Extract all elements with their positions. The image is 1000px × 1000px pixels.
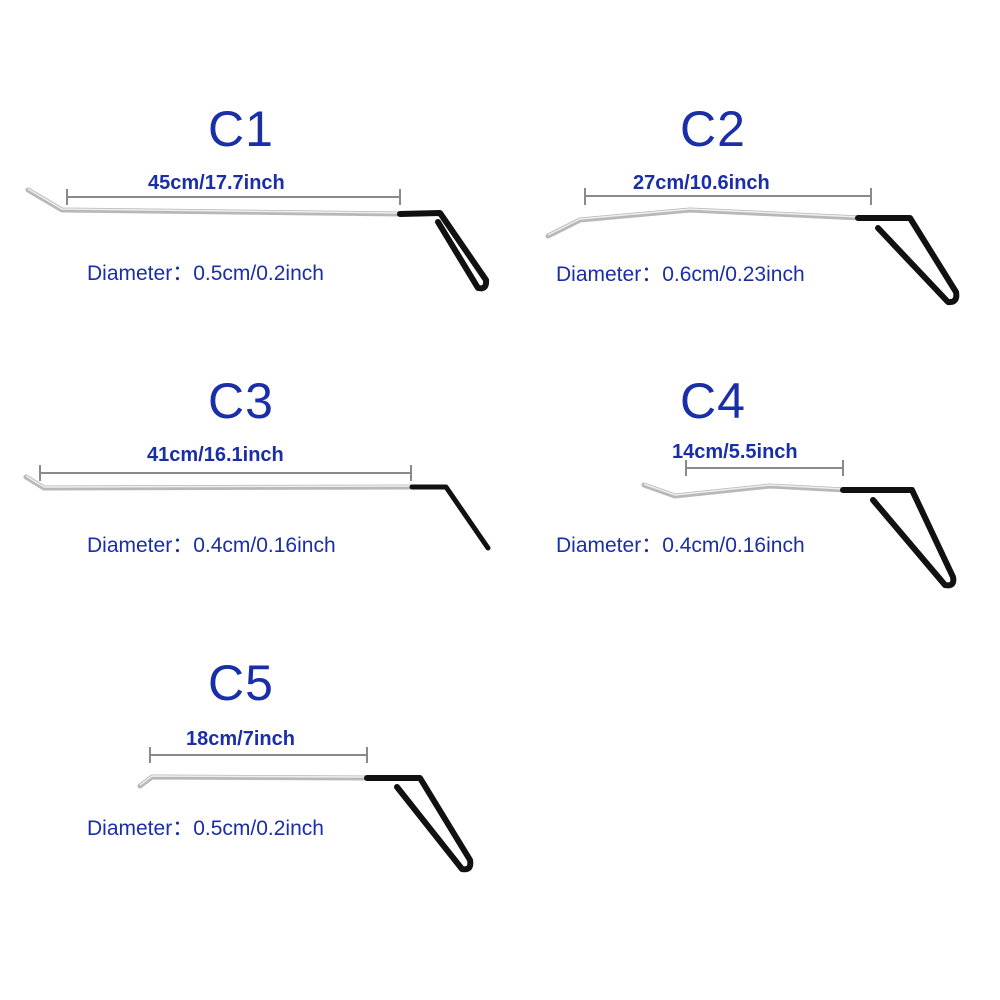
c5-diameter-label: Diameter：: [87, 817, 194, 840]
c1-diameter-label: Diameter：: [87, 262, 194, 285]
c4-title: C4: [680, 373, 746, 429]
c3-diameter-label: Diameter：: [87, 534, 194, 557]
c3-diameter: Diameter：0.4cm/0.16inch: [87, 535, 336, 556]
c2-diameter: Diameter：0.6cm/0.23inch: [556, 264, 805, 285]
c3-title: C3: [208, 373, 274, 429]
c3-diameter-value: 0.4cm/0.16inch: [193, 534, 336, 557]
c1-rod-highlight: [27, 188, 401, 214]
c1-tool-drawing: [25, 187, 490, 292]
c4-diameter: Diameter：0.4cm/0.16inch: [556, 535, 805, 556]
c1-title: C1: [208, 101, 274, 157]
c5-length-label: 18cm/7inch: [186, 728, 295, 750]
c2-handle: [855, 215, 960, 306]
c5-title: C5: [208, 655, 274, 711]
c2-diameter-value: 0.6cm/0.23inch: [662, 263, 805, 286]
c1-diameter-value: 0.5cm/0.2inch: [193, 262, 324, 285]
c2-diameter-label: Diameter：: [556, 263, 663, 286]
c1-diameter: Diameter：0.5cm/0.2inch: [87, 263, 324, 284]
c1-length-label: 45cm/17.7inch: [148, 172, 285, 194]
c5-tool-drawing: [137, 747, 474, 873]
c4-rod: [641, 482, 848, 499]
c2-length-label: 27cm/10.6inch: [633, 172, 770, 194]
c5-rod-highlight: [139, 775, 369, 786]
c1-rod: [25, 187, 403, 217]
c2-rod-highlight: [547, 208, 861, 236]
c2-title: C2: [680, 101, 746, 157]
c4-rod-highlight: [643, 483, 846, 496]
c2-tool-drawing: [545, 188, 960, 306]
c2-rod: [545, 207, 863, 239]
c3-handle: [409, 484, 491, 551]
c3-length-label: 41cm/16.1inch: [147, 444, 284, 466]
c3-rod: [23, 474, 415, 491]
c3-rod-highlight: [25, 475, 413, 488]
c5-diameter-value: 0.5cm/0.2inch: [193, 817, 324, 840]
c4-diameter-value: 0.4cm/0.16inch: [662, 534, 805, 557]
c4-diameter-label: Diameter：: [556, 534, 663, 557]
c4-length-label: 14cm/5.5inch: [672, 441, 798, 463]
c3-tool-drawing: [23, 465, 491, 551]
c5-diameter: Diameter：0.5cm/0.2inch: [87, 818, 324, 839]
c5-rod: [137, 774, 371, 789]
c4-handle: [840, 487, 957, 589]
c4-tool-drawing: [641, 460, 957, 589]
c1-handle: [397, 210, 490, 292]
c5-handle: [364, 775, 474, 873]
